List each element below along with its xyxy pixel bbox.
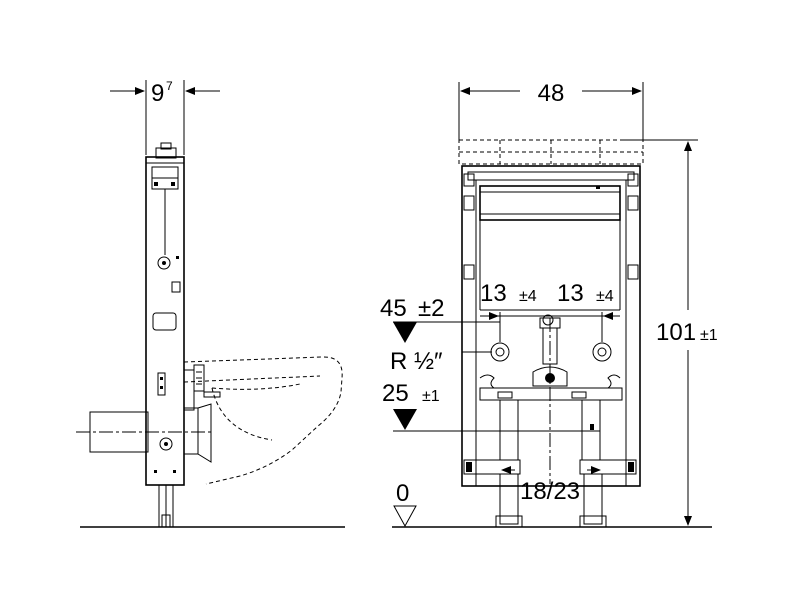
side-width-label: 9 (151, 80, 164, 107)
right-offset-tolerance: ±4 (596, 288, 614, 305)
right-offset-label: 13 (557, 280, 584, 307)
foot-spacing-label: 18/23 (520, 478, 580, 505)
front-view: 48 101 ±1 (380, 80, 718, 528)
front-offset-dimensions: 13 ±4 13 ±4 (480, 280, 618, 342)
side-frame (145, 142, 185, 528)
lower-height-label: 25 (382, 380, 409, 407)
side-width-superscript: 7 (166, 79, 173, 93)
front-top-panel (458, 139, 644, 165)
front-frame (461, 165, 641, 528)
thread-marker: R ½″ (390, 348, 492, 375)
left-offset-tolerance: ±4 (519, 288, 537, 305)
side-width-dimension: 9 7 (110, 79, 220, 155)
front-height-label: 101 (656, 319, 696, 346)
side-fixing-bracket (183, 364, 221, 411)
front-height-tolerance: ±1 (700, 327, 718, 344)
side-outlet-pipe (76, 403, 214, 463)
floor-level-label: 0 (396, 480, 409, 507)
pipe-height-marker: 45 ±2 (380, 295, 500, 343)
lower-height-tolerance: ±1 (422, 388, 440, 405)
left-offset-label: 13 (480, 280, 507, 307)
side-view: 9 7 (76, 79, 345, 528)
thread-label: R ½″ (390, 348, 443, 375)
front-width-dimension: 48 (458, 80, 644, 140)
foot-spacing-dimension: 18/23 (501, 466, 601, 505)
front-width-label: 48 (538, 80, 565, 107)
pipe-height-label: 45 (380, 295, 407, 322)
front-height-dimension: 101 ±1 (620, 139, 718, 526)
floor-level-marker: 0 (393, 480, 417, 528)
pipe-height-tolerance: ±2 (418, 295, 445, 322)
lower-height-marker: 25 ±1 (382, 380, 600, 432)
side-bidet-outline (183, 356, 343, 485)
